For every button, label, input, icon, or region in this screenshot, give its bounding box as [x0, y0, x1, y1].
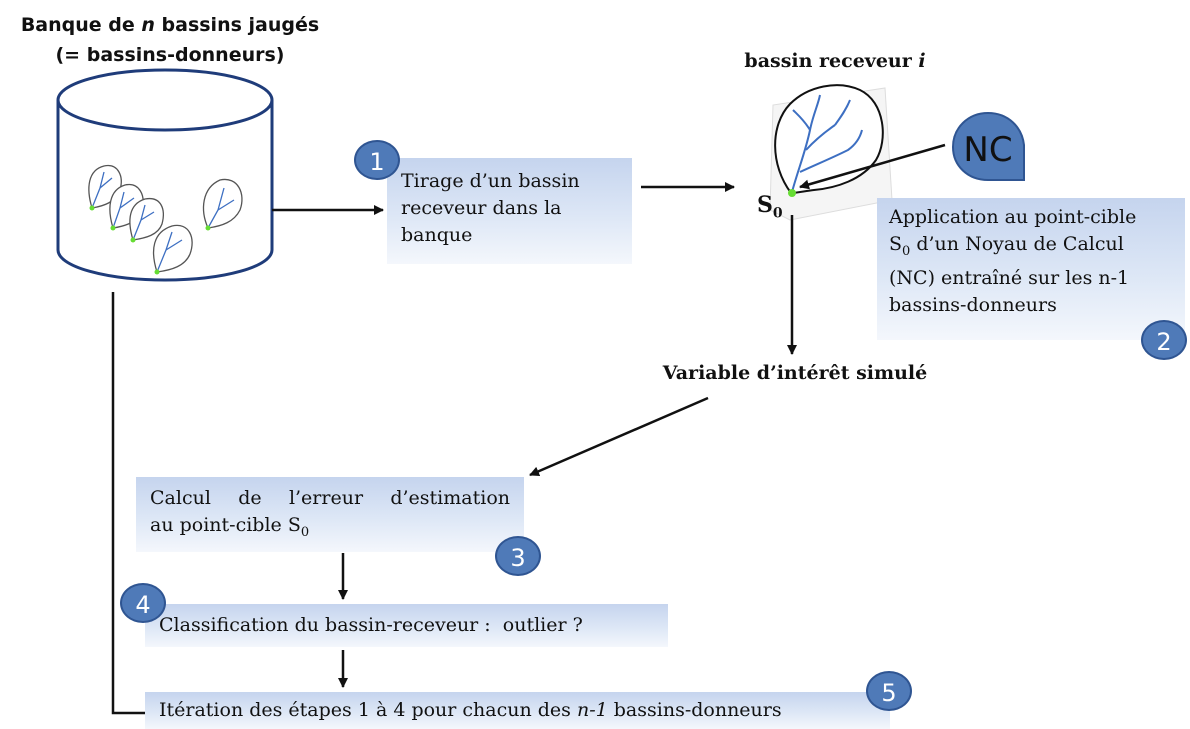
step2-line4: bassins-donneurs — [889, 293, 1057, 316]
receiver-title: bassin receveur i — [744, 50, 926, 72]
step5-text: Itération des étapes 1 à 4 pour chacun d… — [159, 699, 782, 721]
step1-badge: 1 — [354, 140, 400, 180]
step5-box: Itération des étapes 1 à 4 pour chacun d… — [145, 692, 890, 729]
catchment-icons-group — [88, 164, 243, 275]
step4-box: Classification du bassin-receveur : outl… — [145, 604, 668, 647]
step2-box: Application au point-cible S0 d’un Noyau… — [877, 198, 1185, 340]
catchment-icon — [153, 224, 193, 275]
nc-label: NC — [963, 130, 1013, 170]
nc-badge-shape — [951, 111, 1025, 181]
step1-text: Tirage d’un bassin receveur dans la banq… — [401, 170, 580, 246]
bank-title: Banque de n bassins jaugés (= bassins-do… — [0, 10, 340, 70]
step2-line1: Application au point-cible — [889, 206, 1137, 228]
step4-badge: 4 — [120, 583, 166, 623]
step3-line1: Calcul de l’erreur d’estimation — [150, 487, 510, 509]
target-point-label: S0 — [757, 192, 783, 222]
step4-text: Classification du bassin-receveur : outl… — [159, 614, 583, 636]
step1-box: Tirage d’un bassin receveur dans la banq… — [387, 158, 632, 264]
catchment-icon — [129, 197, 164, 243]
step2-line2: S0 d’un Noyau de Calcul — [889, 233, 1124, 259]
step2-line3: (NC) entraîné sur les n-1 — [889, 266, 1130, 289]
arrow-nc-to-outlet — [799, 143, 946, 190]
receiver-catchment-icon — [769, 84, 893, 221]
step5-badge: 5 — [866, 671, 912, 711]
step3-badge: 3 — [495, 536, 541, 576]
catchment-icon — [202, 178, 243, 231]
simulated-variable-label: Variable d’intérêt simulé — [662, 362, 928, 384]
loop-line-bank-to-step5 — [111, 292, 145, 715]
bank-title-line: Banque de n bassins jaugés — [20, 14, 320, 36]
step3-line2: au point-cible S0 — [150, 514, 310, 540]
step2-badge: 2 — [1141, 320, 1187, 360]
step3-box: Calcul de l’erreur d’estimation au point… — [136, 477, 524, 552]
arrow-variable-to-step3 — [529, 396, 709, 477]
database-cylinder-icon — [56, 68, 274, 282]
bank-subtitle: (= bassins-donneurs) — [55, 44, 285, 66]
